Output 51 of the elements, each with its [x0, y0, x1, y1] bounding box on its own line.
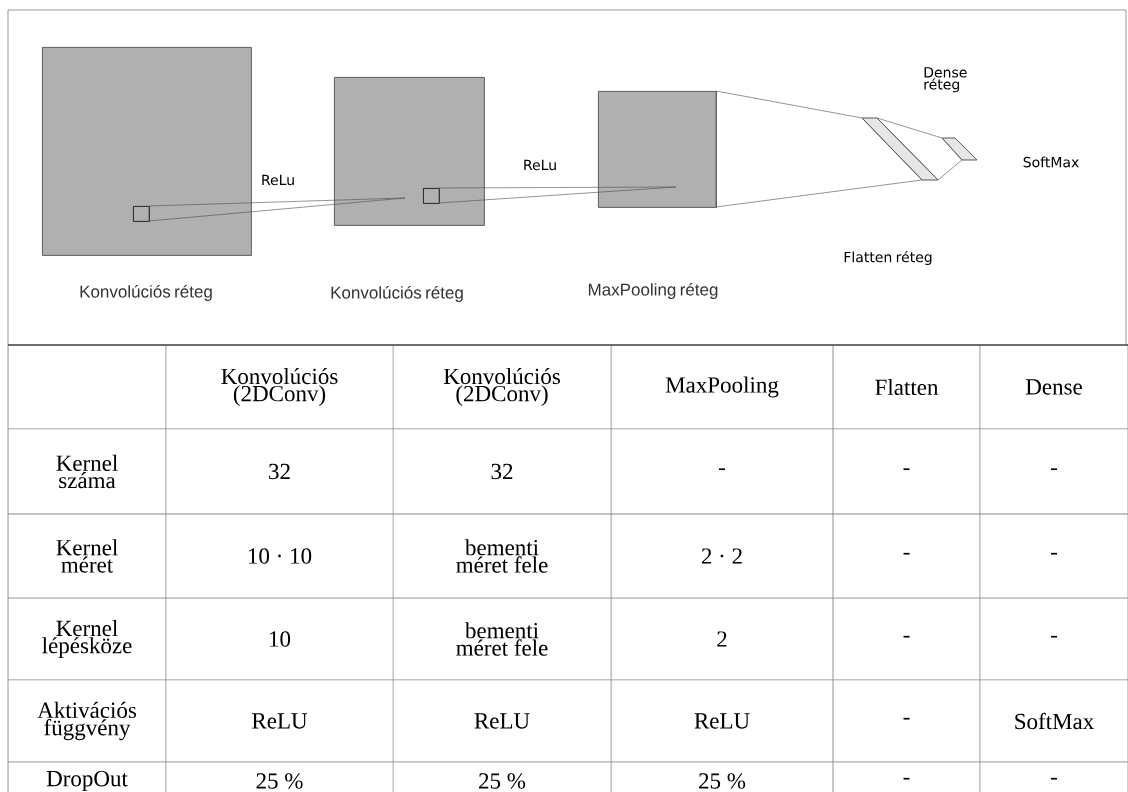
row-header: Kernel méret: [56, 539, 118, 573]
table-cell: -: [1051, 635, 1057, 638]
table-cell: 10 · 10: [248, 548, 312, 564]
table-cell: -: [903, 468, 910, 471]
table-cell: 2: [717, 631, 727, 647]
table-cell: ReLU: [474, 713, 530, 729]
kernel-box: [133, 206, 150, 222]
projection-lines: [148, 197, 406, 222]
table-cell: 10: [270, 631, 291, 647]
kernel-box: [423, 188, 440, 204]
table-cell: -: [903, 777, 910, 780]
layer-label: MaxPooling réteg: [588, 283, 718, 299]
table-cell: -: [1051, 777, 1057, 780]
row-header: Aktivációs függvény: [37, 701, 136, 741]
table-cell: 2 · 2: [701, 548, 742, 564]
table-cell: -: [903, 552, 910, 555]
layer-parallelogram: [861, 117, 939, 181]
row-header: Kernel lépésköze: [42, 619, 132, 659]
table-cell: bementi méret fele: [456, 622, 548, 656]
table-cell: -: [903, 717, 910, 720]
table-cell: 25 %: [479, 773, 526, 789]
header-cell: Konvolúciós (2DConv): [443, 367, 560, 407]
row-header: Kernel száma: [56, 454, 118, 489]
header-cell: Dense: [1025, 379, 1082, 395]
table-cell: bementi méret fele: [456, 539, 548, 573]
table-cell: -: [1051, 468, 1057, 471]
table-cell: 25 %: [256, 773, 303, 789]
table-cell: ReLU: [252, 713, 308, 729]
layer-label: Flatten réteg: [844, 250, 932, 266]
projection-lines: [438, 186, 677, 204]
edge-label: ReLu: [521, 158, 559, 172]
edge-label: ReLu: [259, 173, 297, 187]
table-cell: 25 %: [699, 773, 746, 789]
row-header: DropOut: [46, 770, 128, 792]
layer-label: SoftMax: [1023, 156, 1079, 168]
table-cell: 32: [491, 463, 513, 480]
layer-label: Konvolúciós réteg: [331, 286, 463, 302]
table-cell: 32: [269, 463, 290, 480]
layer-parallelogram: [941, 137, 978, 161]
table-cell: SoftMax: [1015, 712, 1094, 730]
header-cell: Konvolúciós (2DConv): [221, 367, 338, 407]
table-cell: ReLU: [694, 713, 750, 729]
table-cell: -: [719, 468, 725, 471]
layer-label: Konvolúciós réteg: [80, 285, 212, 301]
header-cell: MaxPooling: [665, 376, 779, 398]
projection-lines: [715, 90, 923, 208]
table-cell: -: [1051, 552, 1057, 555]
projection-lines: [876, 117, 963, 181]
layer-label: Dense réteg: [924, 67, 967, 93]
table-cell: -: [903, 635, 910, 638]
header-cell: Flatten: [875, 378, 939, 396]
